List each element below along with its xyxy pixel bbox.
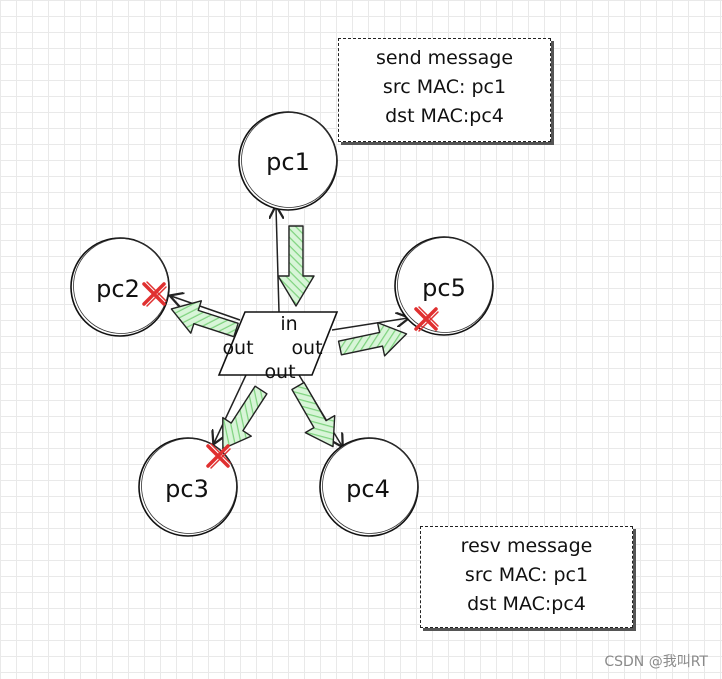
flow-arrow-to-pc5 [337,321,408,357]
link-pc1 [276,207,279,313]
node-label-pc5: pc5 [422,274,466,302]
link-pc3 [214,374,247,443]
watermark: CSDN @我叫RT [604,654,708,670]
flow-arrow-to-pc4 [291,381,336,448]
send-note-line-2: src MAC: pc1 [382,76,507,98]
node-pc1: pc1 [238,111,338,211]
node-label-pc2: pc2 [96,275,140,303]
switch-in-label: in [280,313,297,335]
recv-note-line-1: resv message [460,535,593,557]
send-message-note: send message src MAC: pc1 dst MAC:pc4 [338,38,551,142]
dropped-mark-pc3 [206,443,231,469]
node-pc5: pc5 [394,236,494,336]
link-pc2 [171,296,241,321]
dropped-mark-pc5 [414,306,439,332]
node-pc4: pc4 [319,437,419,537]
switch-out-right-label: out [291,337,322,359]
send-note-line-1: send message [375,47,514,69]
node-label-pc4: pc4 [346,475,390,503]
switch-out-left-label: out [222,337,253,359]
receive-message-note: resv message src MAC: pc1 dst MAC:pc4 [420,526,633,628]
node-label-pc1: pc1 [266,148,310,176]
flow-arrow-to-pc2 [170,300,239,338]
switch-out-bottom-label: out [264,361,295,383]
node-label-pc3: pc3 [165,475,209,503]
link-pc5 [331,318,408,331]
flow-arrow-in [277,225,315,307]
recv-note-line-2: src MAC: pc1 [464,564,589,586]
flow-arrow-to-pc3 [222,385,268,450]
dropped-mark-pc2 [142,281,167,307]
switch: in out out out [217,311,339,383]
node-pc2: pc2 [70,237,170,337]
recv-note-line-3: dst MAC:pc4 [467,593,586,615]
send-note-line-3: dst MAC:pc4 [385,105,504,127]
